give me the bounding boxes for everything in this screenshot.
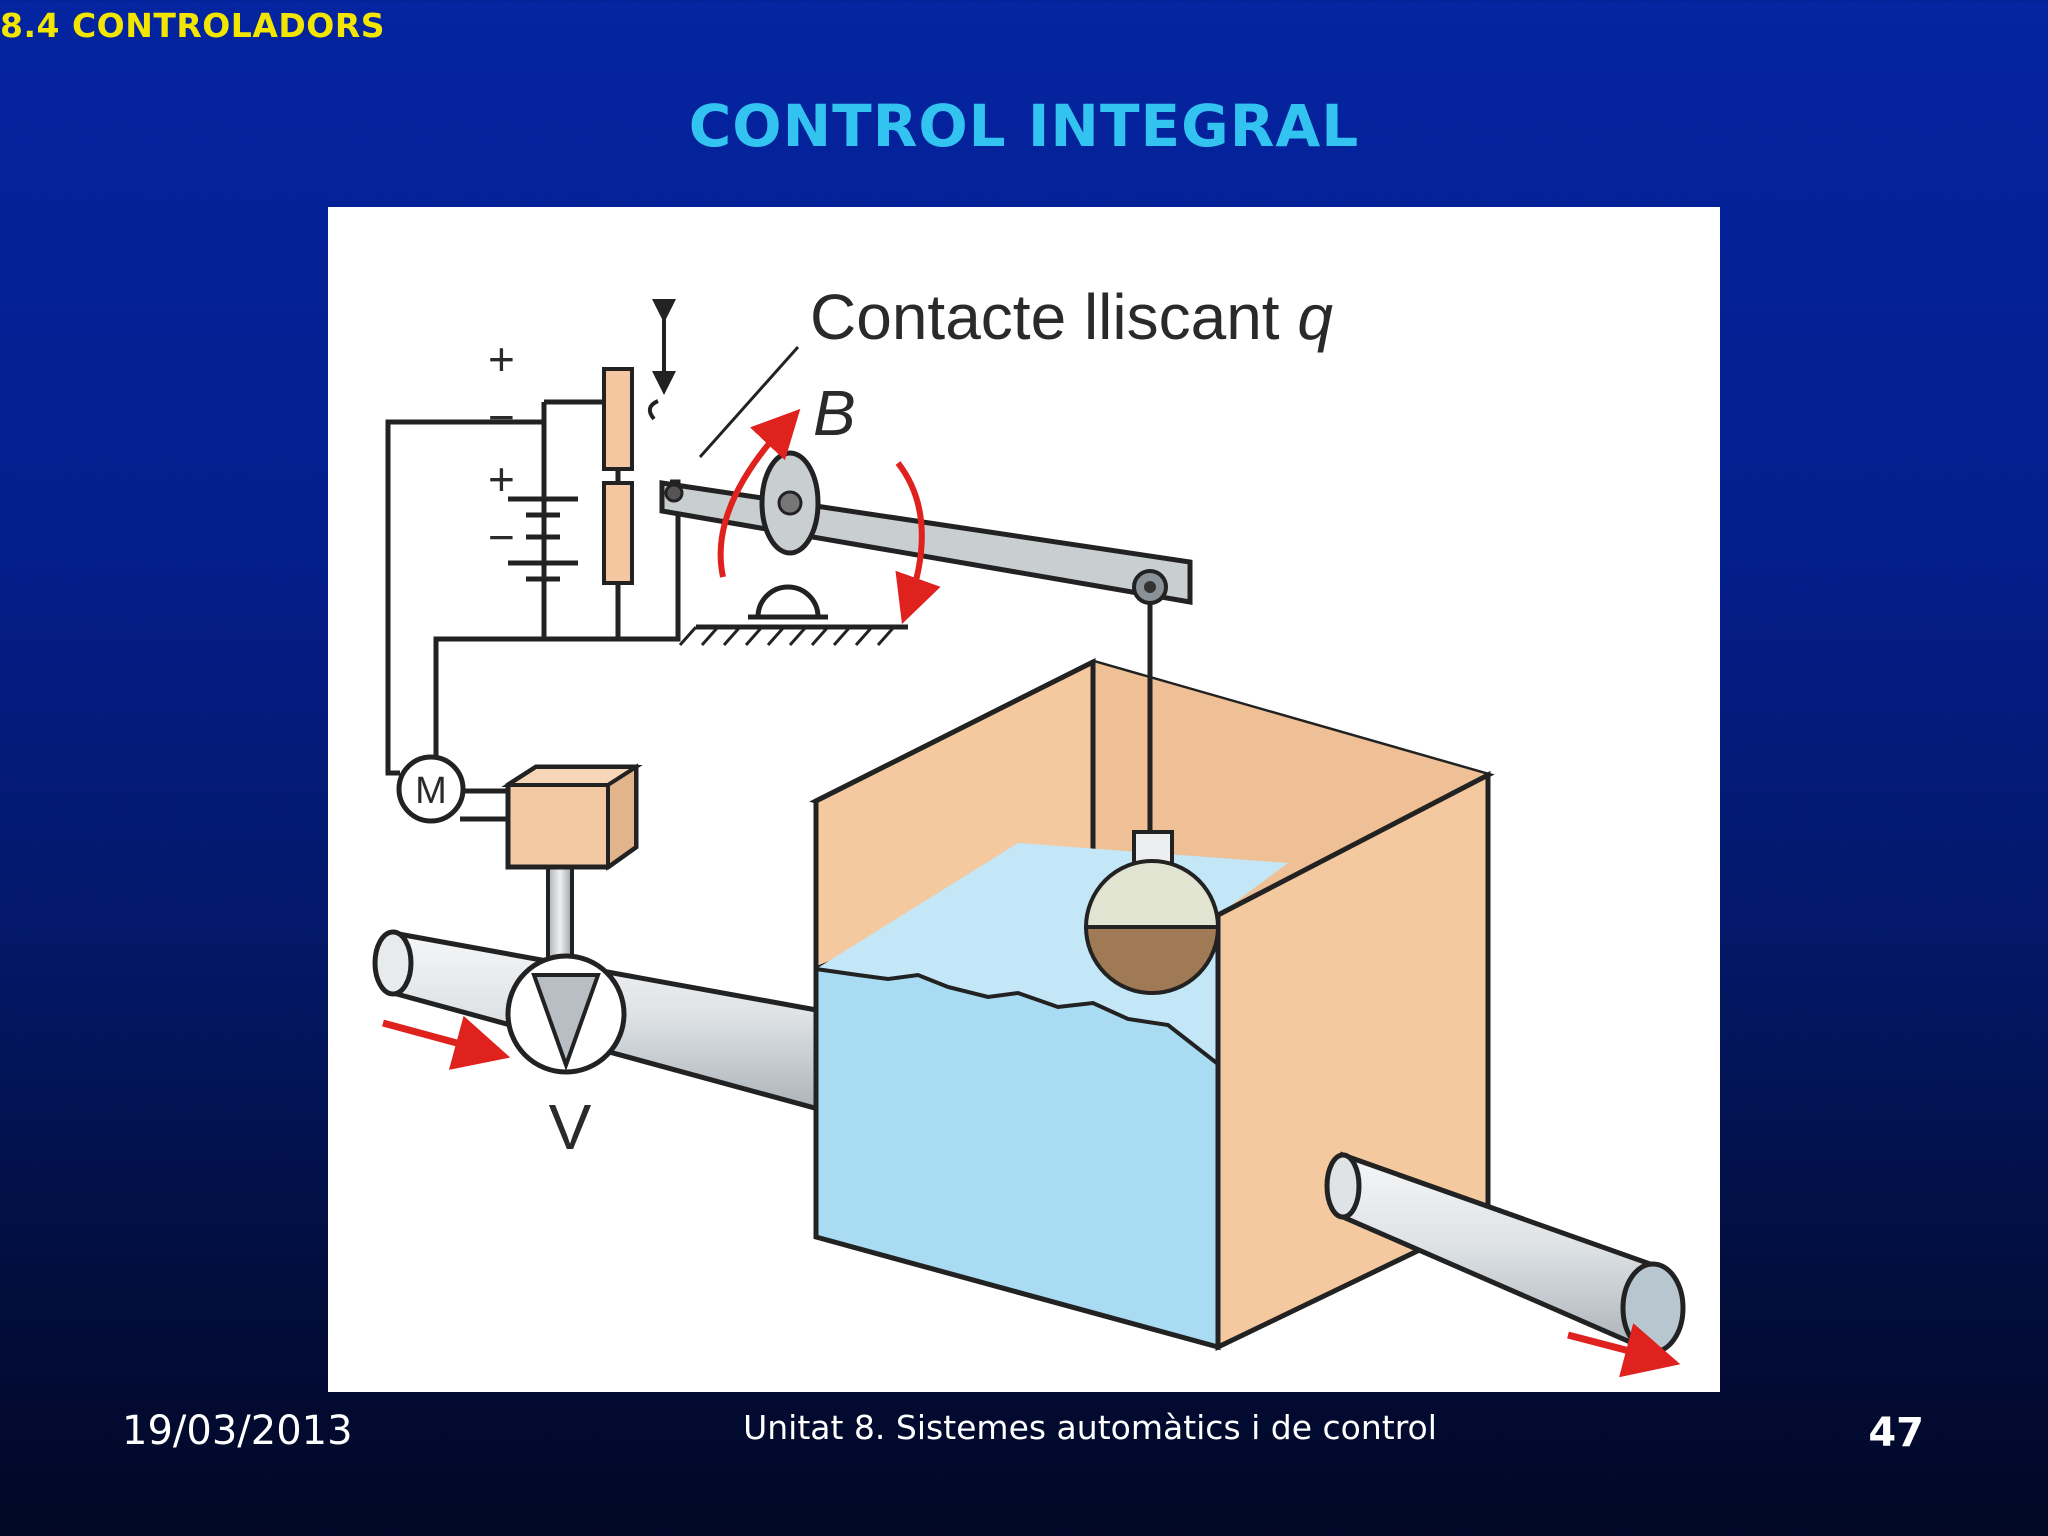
battery-bottom [508,560,578,582]
section-label: 8.4 CONTROLADORS [0,6,386,45]
rotation-arrow-left [717,408,801,578]
rotation-arrow-right [895,461,941,624]
valve-label: V [549,1091,592,1163]
circuit-wiring [385,399,681,776]
pivot [678,450,908,646]
actuator-block [501,763,643,871]
battery-top-plus: + [488,333,515,385]
valve [505,865,627,1075]
motor-label: M [415,770,447,812]
potentiometer [602,367,659,585]
page-number: 47 [1868,1410,1924,1456]
caption-variable: q [1297,281,1333,353]
caption-leader [698,346,800,458]
battery-top-minus: − [488,391,515,443]
slide-title: CONTROL INTEGRAL [688,92,1360,160]
motor [396,754,466,824]
footer-unit-title: Unitat 8. Sistemes automàtics i de contr… [743,1408,1437,1447]
caption-text: Contacte lliscant q [810,281,1333,353]
float [1083,587,1221,995]
footer-date: 19/03/2013 [122,1408,353,1454]
battery-bottom-minus: − [488,511,515,563]
battery-top [508,496,578,540]
control-diagram: Contacte lliscant q B M V + − + − [328,207,1720,1392]
lever [659,480,1193,605]
outflow-arrow [1567,1323,1681,1378]
pivot-label: B [813,377,856,449]
inflow-arrow [382,1015,511,1070]
battery-bottom-plus: + [488,453,515,505]
